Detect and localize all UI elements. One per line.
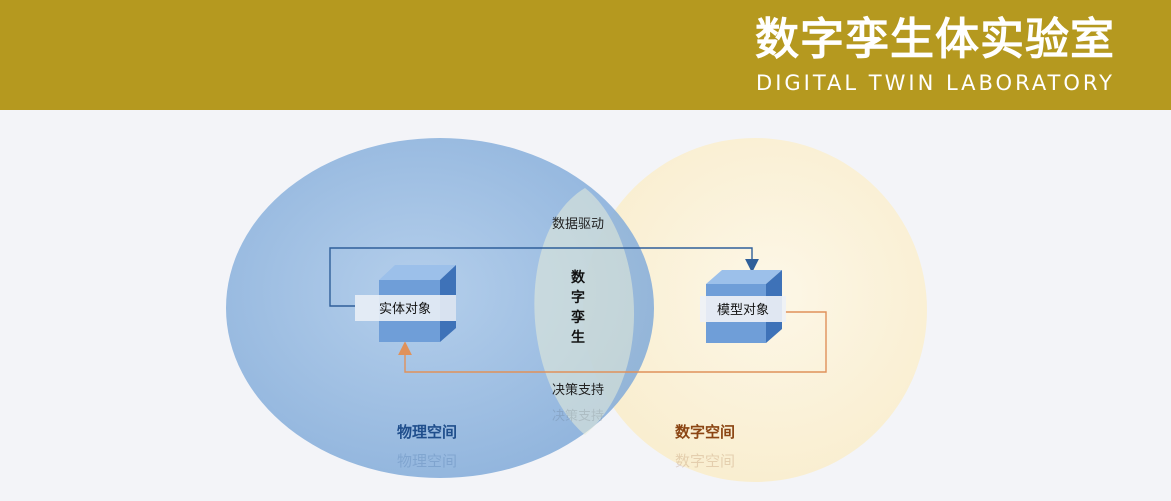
center-label-char: 数 bbox=[571, 269, 586, 286]
digital-space-label: 数字空间 bbox=[675, 423, 735, 441]
data-driven-arrow bbox=[329, 247, 759, 307]
digital-twin-diagram: 实体对象 模型对象 数据驱动 决策支持 数字孪生 物理空间 物理空间 数字空间 … bbox=[226, 138, 927, 482]
model-object-label-bg bbox=[700, 296, 786, 322]
decision-support-label: 决策支持 bbox=[552, 382, 604, 398]
twin-overlap-region bbox=[534, 188, 635, 435]
center-label-char: 生 bbox=[571, 329, 585, 346]
center-label-char: 孪 bbox=[571, 309, 585, 326]
model-object-label: 模型对象 bbox=[717, 303, 769, 318]
lab-subtitle: DIGITAL TWIN LABORATORY bbox=[756, 71, 1115, 95]
digital-space-reflection: 数字空间 bbox=[675, 452, 735, 470]
digital-twin-center-label: 数字孪生 bbox=[571, 269, 586, 346]
physical-space-label: 物理空间 bbox=[397, 423, 457, 441]
entity-object-label: 实体对象 bbox=[379, 302, 431, 317]
physical-space-reflection: 物理空间 bbox=[397, 452, 457, 470]
decision-support-arrow bbox=[398, 311, 827, 373]
header-banner: 数字孪生体实验室 DIGITAL TWIN LABORATORY bbox=[0, 0, 1171, 110]
center-label-char: 字 bbox=[571, 289, 585, 306]
decision-support-reflection: 决策支持 bbox=[552, 408, 604, 424]
entity-object-label-bg bbox=[355, 295, 456, 321]
data-driven-label: 数据驱动 bbox=[552, 217, 604, 232]
lab-title: 数字孪生体实验室 bbox=[755, 14, 1115, 65]
diagram-stage: 实体对象 模型对象 数据驱动 决策支持 数字孪生 物理空间 物理空间 数字空间 … bbox=[0, 110, 1171, 497]
